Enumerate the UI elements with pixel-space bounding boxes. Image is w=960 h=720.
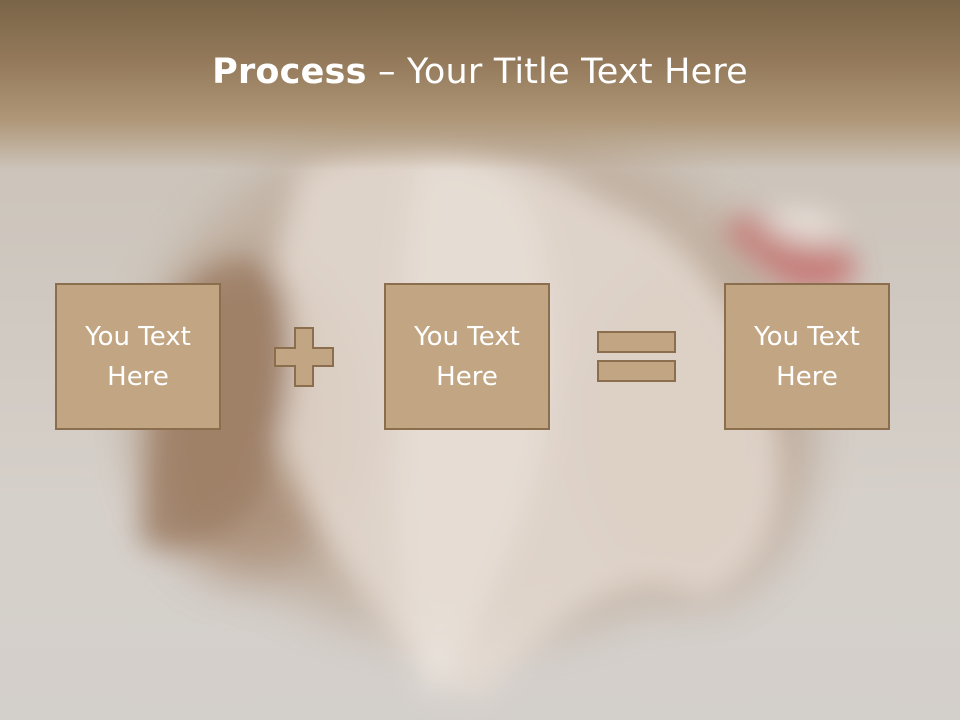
title-text: Your Title Text Here xyxy=(406,52,748,92)
title-separator: – xyxy=(366,52,407,92)
text-box-2[interactable]: You Text Here xyxy=(384,283,550,430)
title-bold: Process xyxy=(212,52,367,92)
title-band xyxy=(0,0,960,170)
text-box-3[interactable]: You Text Here xyxy=(724,283,890,430)
text-box-1[interactable]: You Text Here xyxy=(55,283,221,430)
slide-title: Process – Your Title Text Here xyxy=(0,52,960,92)
equals-icon xyxy=(597,331,676,382)
plus-icon xyxy=(274,327,334,387)
